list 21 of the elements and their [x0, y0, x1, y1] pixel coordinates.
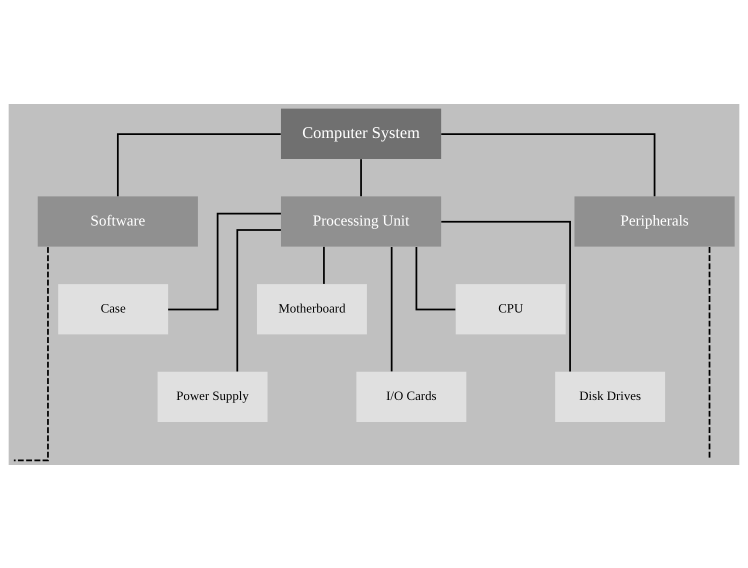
- node-box: Motherboard: [256, 284, 367, 334]
- connector: [14, 246, 49, 461]
- connector: [441, 220, 571, 371]
- connector: [360, 158, 362, 196]
- connector: [416, 246, 456, 310]
- node-box: Disk Drives: [555, 371, 666, 422]
- connector: [168, 212, 281, 310]
- node-box: Peripherals: [574, 196, 735, 246]
- node-box: Power Supply: [158, 371, 268, 422]
- connector: [390, 246, 393, 371]
- connector: [323, 246, 325, 284]
- node-box: I/O Cards: [356, 371, 466, 422]
- node-box: Computer System: [280, 108, 442, 158]
- node-box: Software: [38, 196, 198, 246]
- node-box: CPU: [456, 284, 566, 334]
- connector: [116, 132, 281, 196]
- node-box: Case: [58, 284, 168, 334]
- node-box: Processing Unit: [280, 196, 442, 246]
- connector: [236, 228, 281, 372]
- connector: [708, 246, 710, 459]
- connector: [441, 132, 656, 196]
